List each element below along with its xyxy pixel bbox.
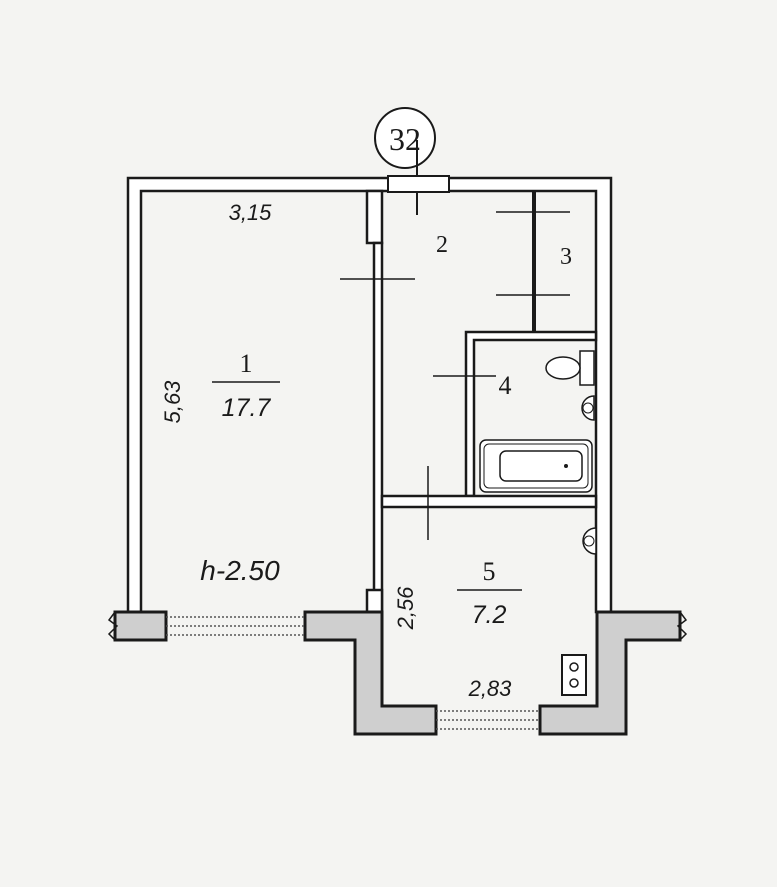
ceiling-height: h-2.50 <box>200 555 280 586</box>
window-room5 <box>436 710 540 730</box>
column <box>365 189 384 245</box>
window-room1 <box>166 616 305 636</box>
room-5-area: 7.2 <box>472 601 507 629</box>
sink-icon <box>581 395 595 421</box>
bathtub-icon <box>479 439 593 493</box>
room-3-number: 3 <box>560 244 572 270</box>
room5-length-dimension: 2,56 <box>393 586 418 631</box>
partitions <box>365 189 598 614</box>
apartment-number: 32 <box>389 121 421 157</box>
apartment-number-marker: 32 <box>374 107 436 215</box>
exterior-wall <box>107 610 688 736</box>
kitchen-sink-icon <box>582 527 597 555</box>
room-5-number: 5 <box>483 557 496 586</box>
room1-width-dimension: 3,15 <box>229 200 273 225</box>
stove-icon <box>561 654 587 696</box>
room1-length-dimension: 5,63 <box>160 380 185 424</box>
door-marks <box>340 211 570 540</box>
room-2-number: 2 <box>436 232 448 258</box>
entrance-door <box>387 175 450 193</box>
room-1-area: 17.7 <box>222 394 272 422</box>
room5-width-dimension: 2,83 <box>468 676 513 701</box>
toilet-icon <box>545 350 595 386</box>
room-1-number: 1 <box>240 349 253 378</box>
room-4-number: 4 <box>499 371 512 400</box>
